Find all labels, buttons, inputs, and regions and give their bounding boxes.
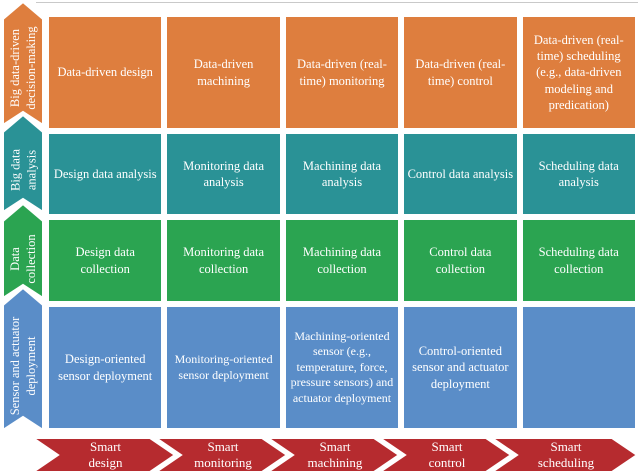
matrix-cell: Scheduling data analysis	[522, 134, 635, 214]
matrix-cell	[522, 307, 635, 428]
matrix-cell: Monitoring data analysis	[167, 134, 280, 214]
matrix-cell: Scheduling data collection	[522, 220, 635, 301]
matrix-cell: Monitoring data collection	[167, 220, 280, 301]
up-arrow-big-data-analysis-shape	[2, 113, 44, 214]
matrix-cell: Machining-oriented sensor (e.g., tempera…	[285, 307, 399, 428]
matrix-grid: Data-driven design Data-driven machining…	[49, 17, 635, 428]
left-rail-arrows	[2, 0, 44, 432]
matrix-cell: Design data collection	[49, 220, 162, 301]
chevron-arrow-smart-scheduling-shape	[488, 437, 639, 473]
chevron-arrow-smart-control-shape	[376, 437, 513, 473]
chevron-arrow-smart-design-shape	[29, 437, 177, 473]
matrix-cell: Machining data collection	[285, 220, 399, 301]
figure-top-border	[36, 2, 638, 3]
matrix-cell: Control data analysis	[404, 134, 517, 214]
matrix-cell: Control data collection	[404, 220, 517, 301]
up-arrow-data-collection-shape	[2, 202, 44, 300]
up-arrow-sensor-deployment-shape	[2, 286, 44, 432]
chevron-arrow-smart-monitoring-shape	[152, 437, 289, 473]
chevron-arrow-smart-machining-shape	[264, 437, 401, 473]
up-arrow-decision-making-shape	[2, 0, 44, 127]
matrix-cell: Data-driven design	[49, 17, 162, 128]
matrix-cell: Machining data analysis	[285, 134, 399, 214]
matrix-cell: Data-driven (real-time) monitoring	[285, 17, 399, 128]
matrix-cell: Control-oriented sensor and actuator dep…	[404, 307, 517, 428]
matrix-cell: Data-driven machining	[167, 17, 280, 128]
matrix-cell: Design-oriented sensor deployment	[49, 307, 162, 428]
matrix-cell: Monitoring-oriented sensor deployment	[167, 307, 280, 428]
matrix-cell: Design data analysis	[49, 134, 162, 214]
matrix-cell: Data-driven (real-time) scheduling (e.g.…	[522, 17, 635, 128]
bottom-flow-arrows	[29, 437, 639, 473]
matrix-cell: Data-driven (real-time) control	[404, 17, 517, 128]
